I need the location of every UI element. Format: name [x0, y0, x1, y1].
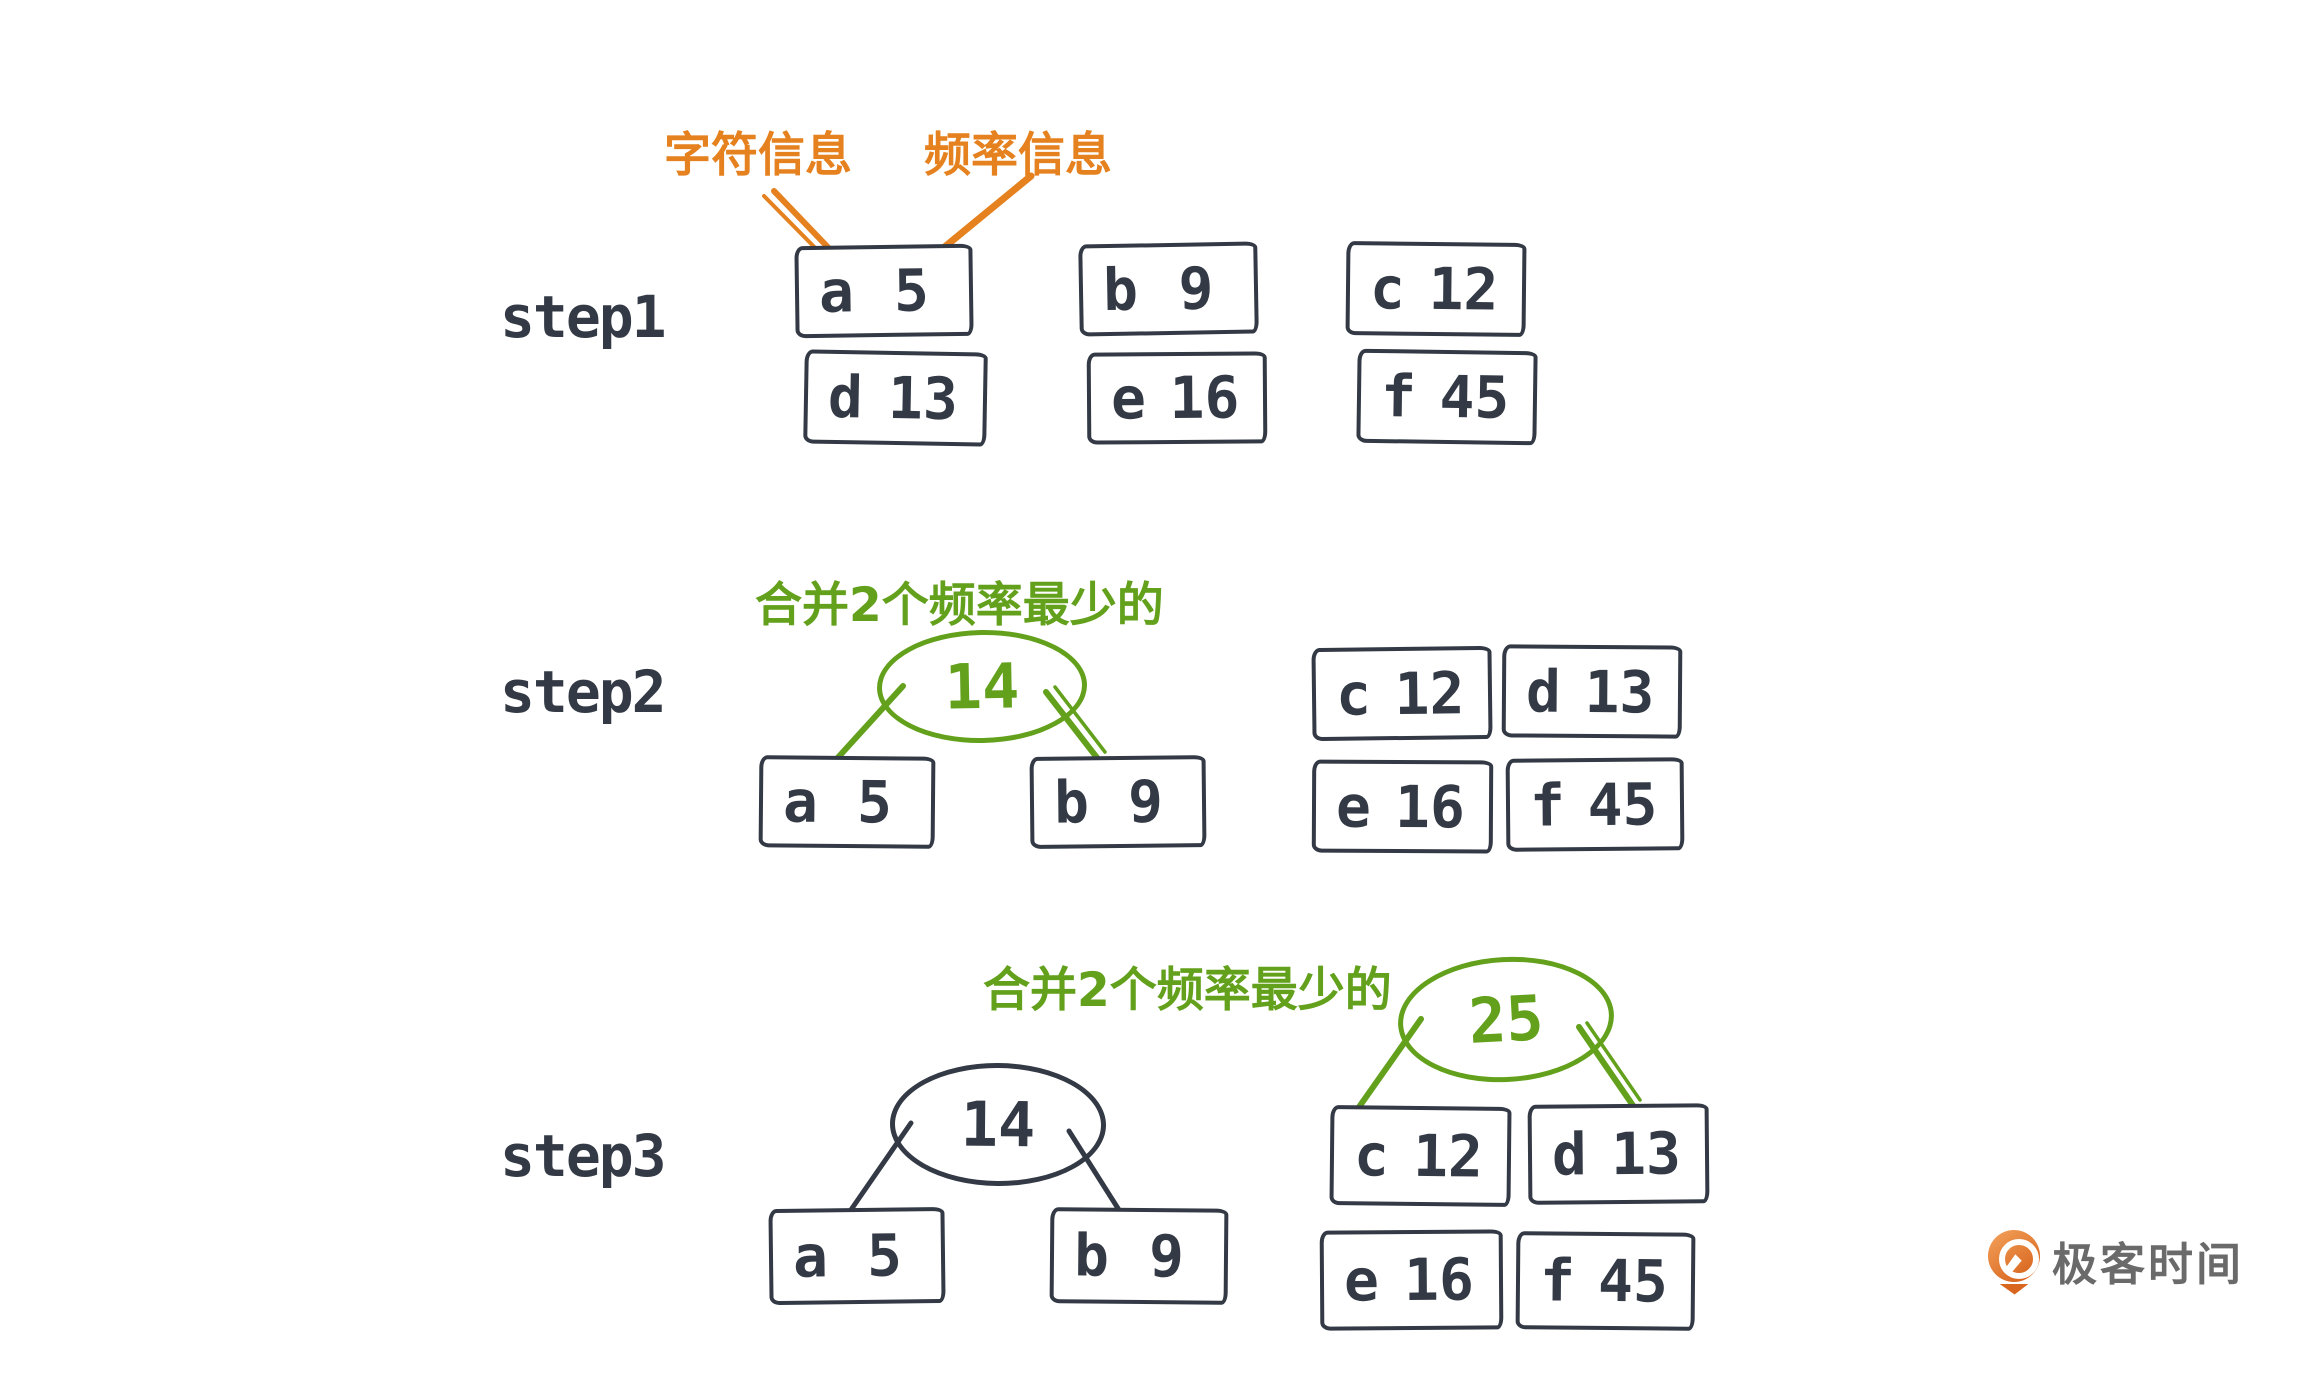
- node-box-e16: e 16: [1319, 1229, 1504, 1331]
- node-freq: 9: [1127, 767, 1164, 836]
- node-box-e16: e 16: [1086, 351, 1268, 445]
- step2-merge-note: 合并2个频率最少的: [755, 578, 1164, 633]
- merged-value: 14: [944, 649, 1020, 724]
- node-char: e: [1110, 364, 1147, 433]
- node-box-f45: f 45: [1515, 1231, 1696, 1331]
- node-box-f45: f 45: [1356, 348, 1538, 446]
- node-char: e: [1343, 1246, 1380, 1315]
- node-freq: 12: [1412, 1121, 1484, 1191]
- node-box-a5: a 5: [758, 755, 936, 849]
- merged-value: 14: [960, 1087, 1036, 1162]
- geektime-logo: 极客时间: [1988, 1228, 2245, 1295]
- node-box-b9: b 9: [1049, 1207, 1229, 1305]
- char-info-annotation: 字符信息: [664, 128, 852, 183]
- node-char: f: [1539, 1246, 1576, 1315]
- node-box-b9: b 9: [1078, 241, 1259, 337]
- node-box-d13: d 13: [803, 349, 988, 447]
- node-char: c: [1369, 254, 1406, 323]
- node-freq: 9: [1148, 1222, 1185, 1291]
- node-box-c12: c 12: [1311, 645, 1493, 742]
- node-freq: 13: [1610, 1119, 1682, 1189]
- node-box-a5: a 5: [768, 1206, 946, 1306]
- node-char: c: [1335, 659, 1372, 729]
- merged-node-14: 14: [889, 1062, 1107, 1187]
- node-freq: 9: [1177, 254, 1215, 323]
- node-char: b: [1102, 255, 1139, 325]
- node-freq: 16: [1169, 363, 1240, 433]
- node-box-d13: d 13: [1527, 1103, 1710, 1205]
- node-box-c12: c 12: [1345, 241, 1527, 337]
- node-char: e: [1335, 772, 1372, 841]
- node-freq: 5: [893, 256, 930, 325]
- node-freq: 12: [1394, 658, 1465, 728]
- node-freq: 12: [1428, 254, 1499, 324]
- node-char: b: [1073, 1221, 1110, 1290]
- node-box-c12: c 12: [1329, 1105, 1512, 1207]
- freq-info-annotation: 频率信息: [924, 128, 1112, 183]
- node-char: f: [1380, 362, 1417, 431]
- step3-label: step3: [500, 1122, 667, 1190]
- node-char: a: [782, 767, 819, 836]
- node-freq: 45: [1597, 1246, 1669, 1316]
- node-char: f: [1529, 770, 1566, 840]
- step1-label: step1: [500, 283, 667, 351]
- node-freq: 45: [1439, 362, 1510, 432]
- node-box-f45: f 45: [1505, 757, 1685, 852]
- node-freq: 16: [1394, 772, 1466, 841]
- step2-label: step2: [500, 658, 667, 726]
- node-freq: 13: [887, 363, 959, 434]
- node-box-a5: a 5: [794, 243, 974, 339]
- node-box-d13: d 13: [1501, 644, 1683, 739]
- merged-node-14: 14: [876, 628, 1088, 745]
- node-freq: 16: [1403, 1245, 1475, 1315]
- node-freq: 45: [1587, 769, 1658, 839]
- node-freq: 5: [856, 768, 893, 837]
- node-char: a: [792, 1222, 829, 1291]
- node-freq: 13: [1584, 657, 1655, 726]
- geektime-logo-icon: [1988, 1229, 2042, 1295]
- node-box-b9: b 9: [1029, 755, 1207, 849]
- node-char: d: [1551, 1120, 1588, 1189]
- geektime-logo-text: 极客时间: [2052, 1238, 2245, 1291]
- step3-merge-note: 合并2个频率最少的: [983, 963, 1392, 1018]
- node-freq: 5: [866, 1221, 903, 1290]
- node-box-e16: e 16: [1311, 759, 1494, 854]
- merged-node-25: 25: [1394, 951, 1618, 1088]
- node-char: b: [1053, 768, 1090, 837]
- node-char: d: [827, 362, 864, 432]
- merged-value: 25: [1466, 981, 1546, 1058]
- node-char: c: [1353, 1121, 1390, 1190]
- node-char: a: [818, 257, 855, 326]
- node-char: d: [1525, 657, 1562, 726]
